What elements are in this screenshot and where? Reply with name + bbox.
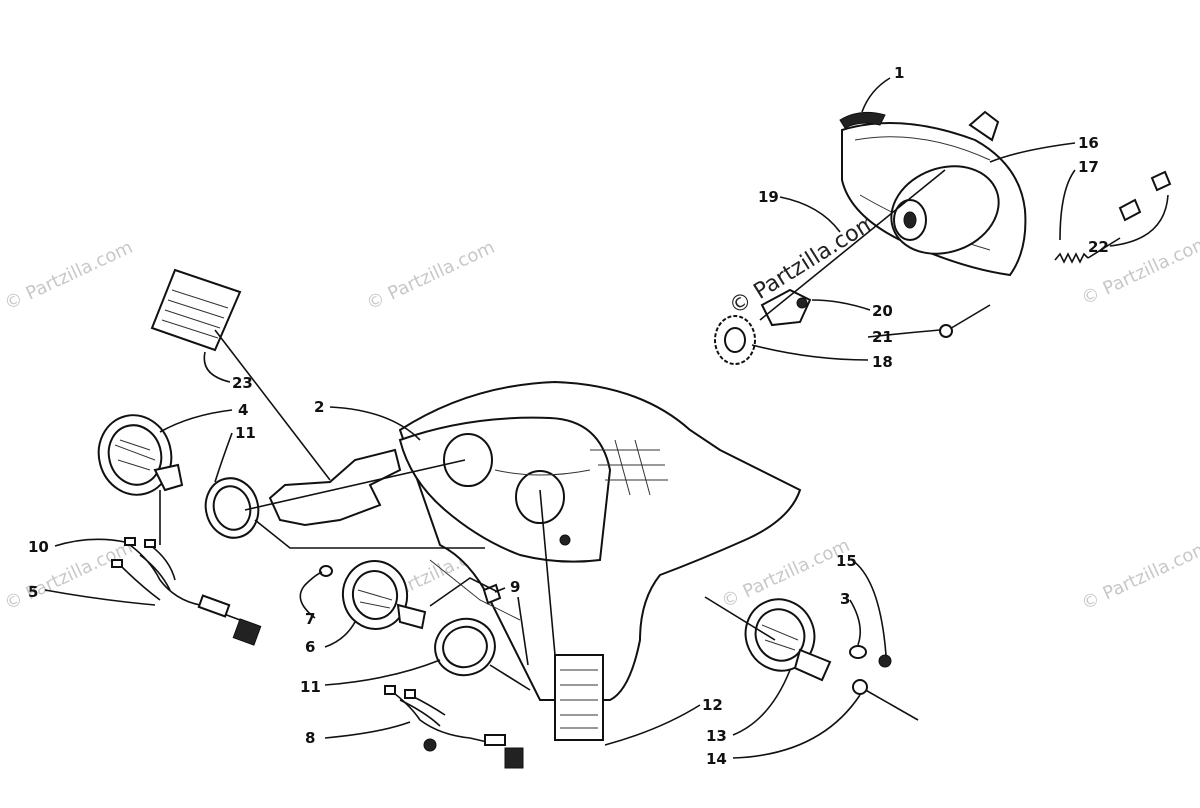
wiring-harness-5 xyxy=(111,537,262,646)
callout-15: 15 xyxy=(836,552,857,570)
callout-13: 13 xyxy=(706,727,727,745)
callout-9: 9 xyxy=(510,578,520,596)
gauge-4 xyxy=(97,414,260,539)
callout-5: 5 xyxy=(28,583,38,601)
callout-14: 14 xyxy=(706,750,727,768)
callout-21: 21 xyxy=(872,328,893,346)
callout-8: 8 xyxy=(305,729,315,747)
gauge-6 xyxy=(319,560,502,677)
warning-label-23 xyxy=(150,268,242,352)
callout-7: 7 xyxy=(305,610,315,628)
callout-19: 19 xyxy=(758,188,779,206)
leader-lines xyxy=(44,77,1169,759)
warning-label-12 xyxy=(554,654,604,741)
callout-1: 1 xyxy=(894,64,904,82)
callout-22: 22 xyxy=(1088,238,1109,256)
callout-11-bottom: 11 xyxy=(300,678,321,696)
watermark: © Partzilla.com xyxy=(363,237,498,315)
callout-23: 23 xyxy=(232,374,253,392)
gauge-13 xyxy=(744,598,919,721)
callout-2: 2 xyxy=(314,398,324,416)
callout-20: 20 xyxy=(872,302,893,320)
watermark: © Partzilla.com xyxy=(1078,537,1200,615)
watermark: © Partzilla.com xyxy=(1,237,136,315)
headlight-assembly xyxy=(714,110,1172,365)
callout-6: 6 xyxy=(305,638,315,656)
callout-4: 4 xyxy=(238,401,248,419)
callout-10: 10 xyxy=(28,538,49,556)
callouts: 1 16 17 19 22 20 21 18 23 2 4 11 10 5 9 … xyxy=(28,64,1109,768)
watermark: © Partzilla.com xyxy=(1,537,136,615)
callout-11-top: 11 xyxy=(235,424,256,442)
callout-18: 18 xyxy=(872,353,893,371)
callout-16: 16 xyxy=(1078,134,1099,152)
dash-hood xyxy=(268,380,802,701)
callout-12: 12 xyxy=(702,696,723,714)
callout-17: 17 xyxy=(1078,158,1099,176)
wiring-harness-8 xyxy=(384,685,524,769)
callout-3: 3 xyxy=(840,590,850,608)
